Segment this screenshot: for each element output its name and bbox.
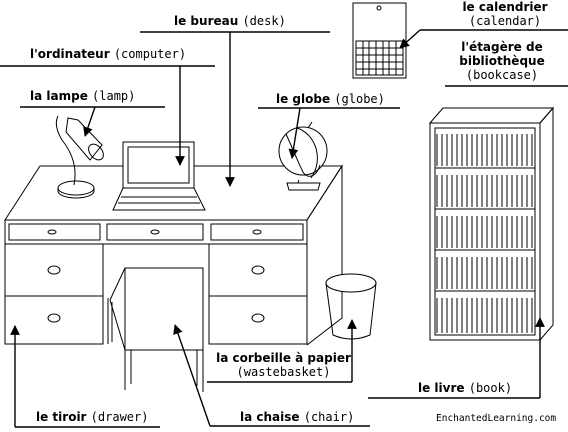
label-chair: la chaise (chair) [240, 410, 354, 424]
label-wastebasket: la corbeille à papier (wastebasket) [212, 351, 355, 379]
label-book: le livre (book) [418, 381, 512, 395]
label-wastebasket-en: (wastebasket) [212, 365, 355, 379]
label-bookcase-fr-2: bibliothèque [447, 54, 557, 68]
label-desk: le bureau (desk) [174, 14, 286, 28]
label-desk-en: (desk) [242, 14, 285, 28]
label-drawer: le tiroir (drawer) [36, 410, 148, 424]
chair-drawing [108, 268, 203, 392]
label-drawer-fr: le tiroir [36, 410, 86, 424]
label-calendar-en: (calendar) [455, 14, 555, 28]
label-drawer-en: (drawer) [91, 410, 149, 424]
label-computer-fr: l'ordinateur [30, 47, 110, 61]
label-computer: l'ordinateur (computer) [30, 47, 186, 61]
label-lamp-en: (lamp) [92, 89, 135, 103]
label-calendar: le calendrier (calendar) [455, 0, 555, 28]
label-lamp-fr: la lampe [30, 89, 88, 103]
label-bookcase-en: (bookcase) [447, 68, 557, 82]
wastebasket-drawing [326, 274, 376, 339]
lamp-pointer [20, 107, 165, 136]
label-desk-fr: le bureau [174, 14, 238, 28]
label-computer-en: (computer) [114, 47, 186, 61]
label-calendar-fr: le calendrier [455, 0, 555, 14]
credit-text: EnchantedLearning.com [436, 413, 556, 424]
label-globe-fr: le globe [276, 92, 330, 106]
label-book-fr: le livre [418, 381, 465, 395]
label-bookcase: l'étagère de bibliothèque (bookcase) [447, 40, 557, 82]
label-globe-en: (globe) [334, 92, 385, 106]
calendar-icon [353, 3, 406, 78]
label-wastebasket-fr: la corbeille à papier [212, 351, 355, 365]
label-book-en: (book) [469, 381, 512, 395]
label-lamp: la lampe (lamp) [30, 89, 135, 103]
label-chair-en: (chair) [304, 410, 355, 424]
label-bookcase-fr-1: l'étagère de [447, 40, 557, 54]
label-globe: le globe (globe) [276, 92, 385, 106]
label-chair-fr: la chaise [240, 410, 300, 424]
bookcase-drawing [430, 108, 553, 340]
